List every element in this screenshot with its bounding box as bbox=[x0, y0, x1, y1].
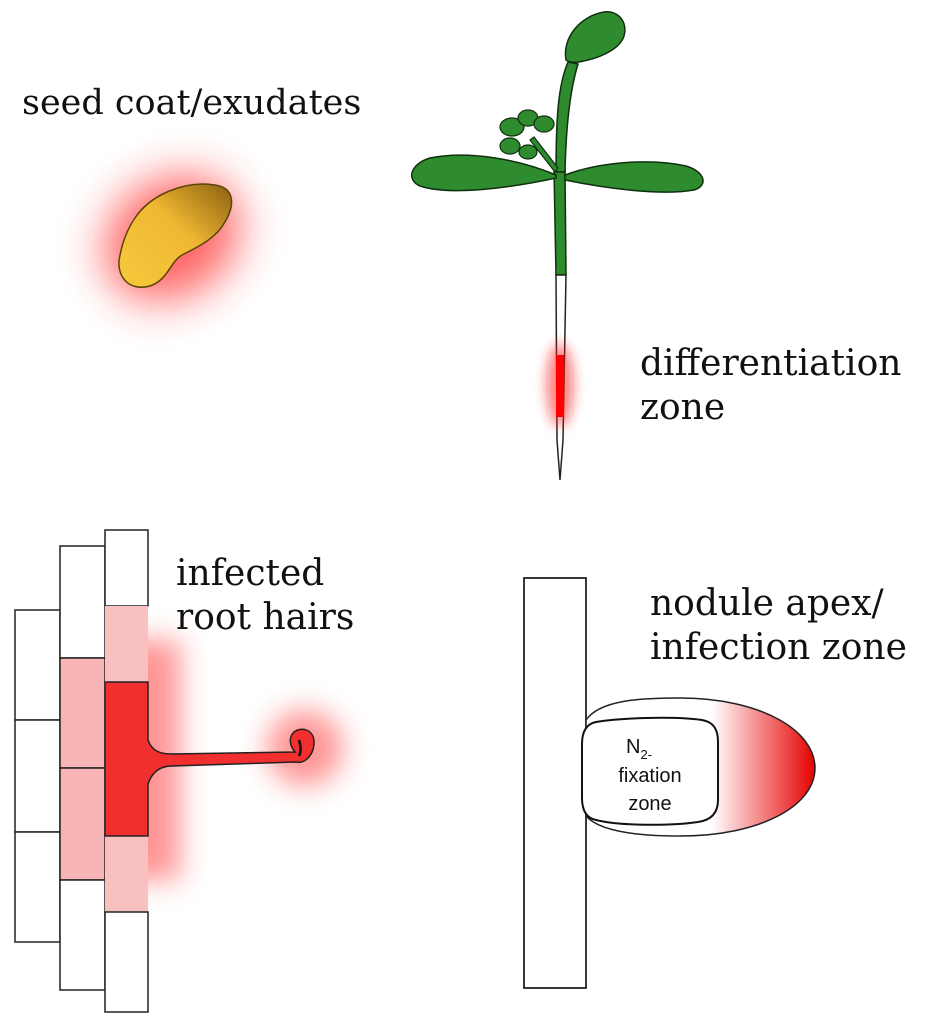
cell-infected-light bbox=[59, 657, 106, 769]
root-differentiation-zone bbox=[556, 355, 564, 417]
fixation-zone-line3: zone bbox=[628, 793, 671, 815]
seedling-left-cotyledon bbox=[410, 154, 557, 192]
cell bbox=[14, 719, 61, 833]
seedling-true-leaf-3 bbox=[533, 115, 555, 133]
cell bbox=[14, 831, 61, 943]
infected-root-hairs-label-line2: root hairs bbox=[176, 596, 355, 638]
seedling-upper-stem bbox=[555, 61, 579, 173]
seedling-panel bbox=[410, 11, 704, 481]
infected-root-hair-cell bbox=[104, 681, 315, 837]
cell-infected-light bbox=[105, 606, 148, 682]
seedling-top-leaf bbox=[564, 11, 626, 64]
root-hairs-panel bbox=[14, 529, 343, 1013]
cell-infected-light bbox=[105, 836, 148, 912]
n-subscript: 2- bbox=[640, 747, 652, 762]
root-segment bbox=[523, 577, 587, 989]
seedling-true-leaf-stalk bbox=[529, 136, 559, 173]
nodule-apex-label-line2: infection zone bbox=[650, 626, 907, 668]
differentiation-zone-label-line2: zone bbox=[640, 386, 726, 428]
seedling-right-cotyledon bbox=[564, 161, 704, 193]
nodule-apex-label: nodule apex/ infection zone bbox=[650, 582, 907, 670]
seed-coat-label: seed coat/exudates bbox=[22, 83, 362, 123]
cell bbox=[59, 879, 106, 991]
infected-root-hairs-label: infected root hairs bbox=[176, 552, 354, 640]
n-symbol: N bbox=[626, 736, 640, 758]
cell bbox=[59, 545, 106, 659]
nodule-panel: N2- fixation zone bbox=[523, 577, 816, 989]
seedling-true-leaf-1 bbox=[499, 117, 525, 137]
fixation-zone-n2: N2- bbox=[626, 736, 652, 762]
fixation-zone-box bbox=[581, 716, 719, 826]
infected-root-hairs-label-line1: infected bbox=[176, 553, 325, 594]
infection-thread bbox=[297, 739, 302, 757]
fixation-zone-line2: fixation bbox=[618, 765, 681, 787]
differentiation-zone-label-line1: differentiation bbox=[640, 343, 902, 384]
seed-panel bbox=[104, 175, 240, 301]
seedling-stem bbox=[553, 169, 567, 276]
seed-icon bbox=[118, 183, 233, 288]
seedling-true-leaf-4 bbox=[499, 137, 521, 155]
cell bbox=[104, 529, 149, 607]
differentiation-zone-label: differentiation zone bbox=[640, 342, 901, 430]
nodule-apex-label-line1: nodule apex/ bbox=[650, 583, 884, 624]
seedling-true-leaf-5 bbox=[518, 144, 538, 160]
cell bbox=[104, 911, 149, 1013]
cell-infected-light bbox=[59, 767, 106, 881]
cell bbox=[14, 609, 61, 721]
